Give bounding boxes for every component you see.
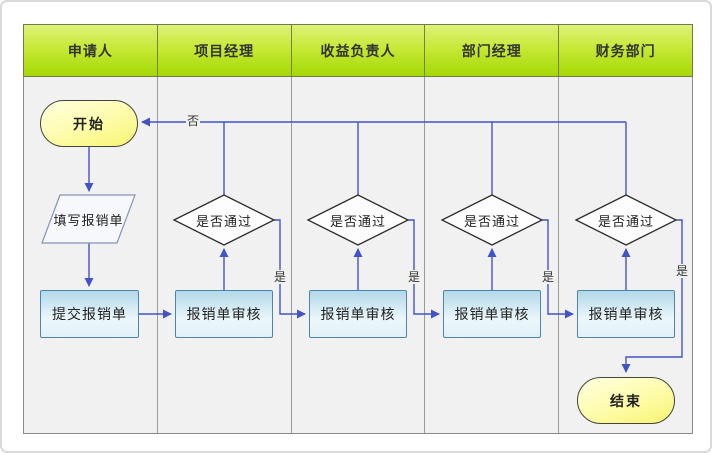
review-node-finance-department: 报销单审核	[577, 290, 675, 338]
yes-edge-label-1: 是	[273, 270, 288, 284]
swimlane-header-project-manager: 项目经理	[157, 25, 292, 76]
decision-3-label: 是否通过	[463, 213, 520, 229]
end-node: 结束	[577, 377, 675, 424]
decision-1-label: 是否通过	[195, 213, 252, 229]
lane-revenue-owner	[292, 77, 426, 433]
yes-edge-label-3: 是	[541, 270, 556, 284]
fill-form-node-label: 填写报销单	[53, 212, 124, 228]
lane-applicant	[24, 77, 158, 433]
lane-department-manager	[425, 77, 560, 433]
decision-2-label: 是否通过	[329, 213, 386, 229]
swimlane-header-finance-department: 财务部门	[559, 25, 692, 76]
no-edge-label: 否	[186, 114, 201, 128]
swimlane-header-department-manager: 部门经理	[425, 25, 560, 76]
swimlane-header-revenue-owner: 收益负责人	[291, 25, 426, 76]
swimlane-header-row: 申请人 项目经理 收益负责人 部门经理 财务部门	[23, 24, 693, 77]
swimlane-header-applicant: 申请人	[24, 25, 158, 76]
lane-project-manager	[158, 77, 292, 433]
decision-4-label: 是否通过	[597, 213, 654, 229]
review-node-department-manager: 报销单审核	[443, 290, 541, 338]
submit-node: 提交报销单	[40, 290, 139, 338]
review-node-revenue-owner: 报销单审核	[309, 290, 407, 338]
start-node: 开始	[40, 100, 138, 147]
yes-edge-label-4: 是	[675, 264, 690, 278]
yes-edge-label-2: 是	[407, 270, 422, 284]
review-node-project-manager: 报销单审核	[175, 290, 273, 338]
